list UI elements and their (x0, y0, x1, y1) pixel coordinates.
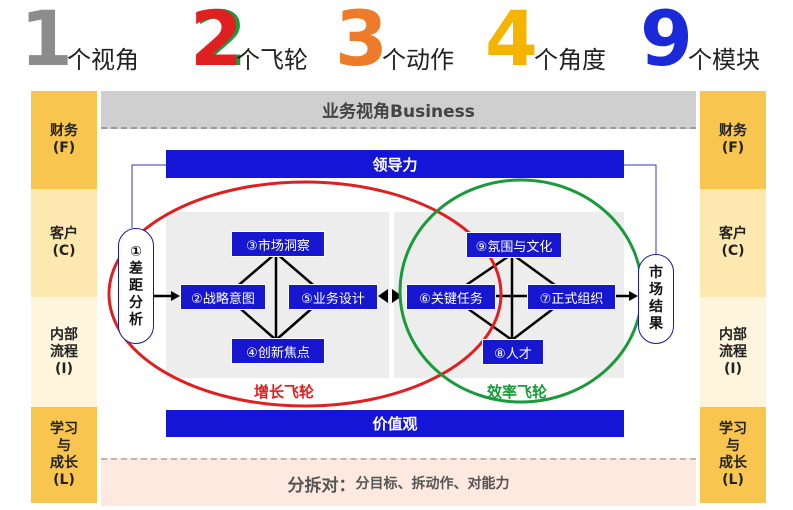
node-formal-organization: ⑦正式组织 (527, 284, 616, 310)
gap-to-strategy-arrowhead (171, 291, 180, 301)
right-loop-line (624, 164, 657, 254)
node-key-tasks: ⑥关键任务 (406, 284, 496, 310)
number-2: 2 (190, 0, 243, 83)
growth-flywheel-ellipse (107, 180, 503, 408)
decompose-prefix: 分拆对： (287, 475, 356, 496)
label-flywheels: 个飞轮 (236, 46, 308, 74)
right-learning-growth: 学习 与 成长 (L) (700, 407, 766, 503)
number-4: 4 (485, 0, 538, 83)
left-customer: 客户 (C) (31, 189, 97, 297)
number-9: 9 (640, 0, 693, 83)
leadership-label: 领导力 (372, 155, 418, 174)
left-learning-growth: 学习 与 成长 (L) (31, 407, 97, 503)
market-result-pill: 市 场 结 果 (638, 254, 674, 344)
node-market-insight: ③市场洞察 (231, 231, 325, 257)
number-2-shadow: 2 (194, 0, 247, 83)
double-arrow-right (392, 289, 402, 303)
left-finance: 财务 (F) (31, 91, 97, 189)
label-actions: 个动作 (382, 46, 454, 74)
label-angles: 个角度 (534, 46, 606, 74)
right-internal-process: 内部 流程 (I) (700, 297, 766, 407)
left-loop-line (131, 164, 166, 228)
efficiency-flywheel-label: 效率飞轮 (487, 383, 548, 401)
growth-flywheel-label: 增长飞轮 (254, 383, 315, 401)
leadership-bar: 领导力 (166, 150, 624, 178)
number-3: 3 (335, 0, 388, 83)
right-finance: 财务 (F) (700, 91, 766, 189)
double-arrow-left (378, 289, 388, 303)
node-climate-culture: ⑨氛围与文化 (466, 232, 562, 258)
label-perspectives: 个视角 (67, 46, 139, 74)
business-perspective-label: 业务视角Business (322, 101, 475, 122)
values-label: 价值观 (372, 415, 418, 433)
decompose-text: 分目标、拆动作、对能力 (355, 476, 510, 492)
node-business-design: ⑤业务设计 (288, 284, 378, 310)
right-customer: 客户 (C) (700, 189, 766, 297)
label-modules: 个模块 (688, 46, 760, 74)
values-bar: 价值观 (166, 410, 624, 437)
org-to-market-arrowhead (629, 291, 638, 301)
node-talent: ⑧人才 (482, 339, 544, 365)
node-innovation-focus: ④创新焦点 (231, 338, 325, 364)
left-internal-process: 内部 流程 (I) (31, 297, 97, 407)
business-perspective-band: 业务视角Business (101, 91, 696, 129)
decompose-band: 分拆对： 分目标、拆动作、对能力 (101, 458, 696, 506)
number-1: 1 (20, 0, 73, 83)
gap-analysis-pill: ① 差 距 分 析 (118, 228, 154, 344)
node-strategic-intent: ②战略意图 (180, 284, 266, 310)
